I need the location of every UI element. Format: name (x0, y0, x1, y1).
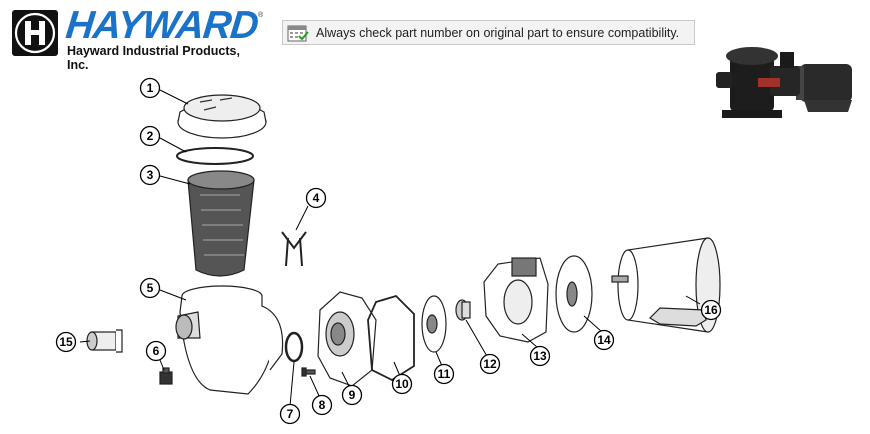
leader-lines (79, 89, 701, 407)
callout-9: 9 (341, 384, 363, 406)
part-diffuser-clip (281, 231, 307, 267)
registered-mark: ® (258, 12, 264, 19)
callout-number: 11 (438, 367, 451, 381)
callout-2: 2 (139, 125, 161, 147)
calendar-check-icon (287, 24, 309, 42)
part-cover-o-ring (176, 147, 254, 165)
callout-16: 16 (700, 299, 722, 321)
callout-number: 12 (483, 357, 497, 371)
part-pump-housing (483, 257, 549, 343)
callout-10: 10 (391, 373, 413, 395)
callout-number: 13 (533, 349, 547, 363)
part-strainer-cover (177, 94, 267, 139)
brand-wordmark: HAYWARD (63, 4, 260, 47)
callout-11: 11 (433, 363, 455, 385)
callout-number: 5 (147, 281, 154, 295)
callout-12: 12 (479, 353, 501, 375)
callout-number: 14 (597, 333, 611, 347)
callout-14: 14 (593, 329, 615, 351)
callout-number: 15 (59, 335, 73, 349)
callout-number: 6 (153, 344, 160, 358)
callout-15: 15 (55, 331, 77, 353)
callout-7: 7 (279, 403, 301, 425)
hayward-h-emblem-icon (12, 10, 58, 56)
callout-1: 1 (139, 77, 161, 99)
company-name: Hayward Industrial Products, Inc. (67, 44, 240, 72)
callout-13: 13 (529, 345, 551, 367)
part-seal-plate (317, 291, 377, 387)
callout-4: 4 (305, 187, 327, 209)
exploded-parts-diagram (79, 89, 721, 407)
callout-number: 1 (147, 81, 154, 95)
part-union-adapter (86, 329, 123, 353)
callout-number: 7 (287, 407, 294, 421)
part-strainer-basket (187, 170, 255, 277)
part-screw (301, 367, 316, 377)
callout-number: 8 (319, 398, 326, 412)
callout-8: 8 (311, 394, 333, 416)
part-strainer-housing (175, 285, 284, 395)
callout-6: 6 (145, 340, 167, 362)
callout-number: 3 (147, 168, 154, 182)
part-drain-plug (159, 367, 173, 385)
part-gasket (367, 294, 415, 382)
part-impeller (455, 299, 471, 321)
callout-number: 2 (147, 129, 154, 143)
part-diffuser (421, 295, 447, 353)
callout-3: 3 (139, 164, 161, 186)
pump-photo (712, 42, 860, 124)
compatibility-notice: Always check part number on original par… (282, 20, 695, 45)
part-motor-plate (555, 255, 593, 333)
callout-5: 5 (139, 277, 161, 299)
callout-number: 10 (395, 377, 409, 391)
callout-number: 9 (349, 388, 356, 402)
hayward-logo: HAYWARD ® Hayward Industrial Products, I… (12, 4, 264, 72)
callout-number: 4 (313, 191, 320, 205)
part-housing-o-ring (284, 331, 304, 363)
notice-text: Always check part number on original par… (316, 26, 680, 40)
callout-number: 16 (704, 303, 718, 317)
